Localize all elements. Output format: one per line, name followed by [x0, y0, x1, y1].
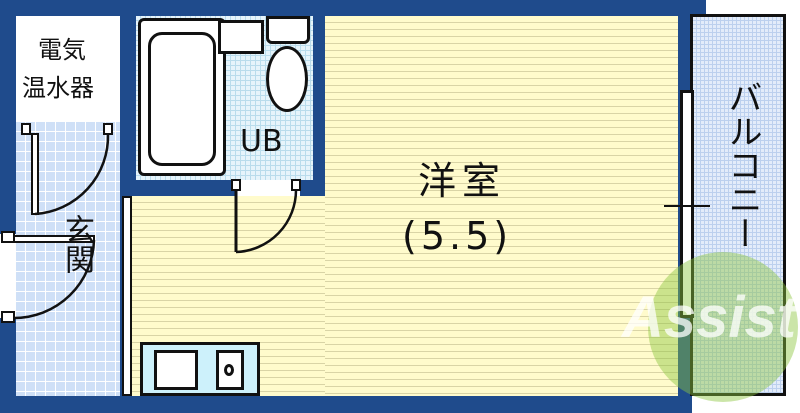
closet-door-swing — [21, 123, 113, 216]
entrance-door-opening — [0, 234, 16, 318]
toilet-tank — [266, 16, 310, 44]
western-room-size: (5.5) — [402, 214, 513, 258]
western-room-label: 洋室 — [418, 159, 507, 203]
western-room-right — [325, 16, 678, 396]
window-center-mark — [664, 205, 710, 207]
water-heater — [16, 16, 120, 122]
entrance-label: 玄関 — [59, 214, 94, 274]
cooktop-burner-icon — [224, 364, 234, 376]
bath-door-opening — [236, 180, 300, 196]
entrance-step — [122, 196, 132, 396]
balcony-sliding-window[interactable] — [680, 90, 694, 318]
water-heater-label-1: 電気 — [38, 36, 86, 64]
toilet-bowl — [266, 46, 308, 112]
kitchen-sink — [154, 350, 198, 390]
watermark-text: Assist — [622, 285, 797, 350]
bath-door-swing — [231, 179, 301, 254]
watermark-circle — [648, 252, 798, 402]
bathtub-inner — [148, 32, 216, 166]
washbasin — [218, 20, 264, 54]
unit-bath-label: UB — [240, 124, 283, 159]
water-heater-label-2: 温水器 — [22, 74, 94, 102]
balcony-label: バルコニー — [722, 80, 762, 250]
entrance-door-swing — [1, 231, 96, 323]
